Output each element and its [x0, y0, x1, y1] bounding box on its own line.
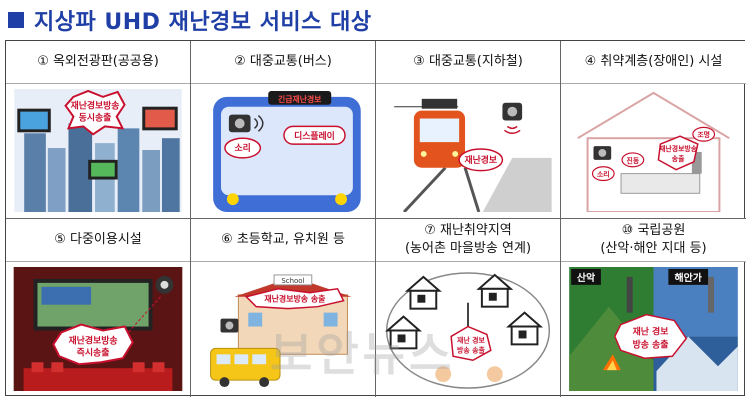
caption-text: ⑩ 국립공원 [621, 223, 686, 238]
cell-caption: ② 대중교통(버스) [191, 41, 375, 84]
bubble-line-2: 즉시송출 [77, 346, 110, 358]
service-target-grid: ① 옥외전광판(공공용) 재난경보방송 동시송출 ② 대중교통(버스) [5, 40, 746, 397]
caption-text: ② 대중교통(버스) [234, 54, 332, 69]
page-title: 지상파 UHD 재난경보 서비스 대상 [34, 10, 372, 35]
vulnerable-facility-illustration: 소리 진동 조명 재난경보방송 송출 [567, 89, 740, 212]
subway-illustration: 재난경보 [382, 89, 554, 212]
bubble-line-2: 방송 송출 [633, 338, 669, 350]
theater-illustration: 재난경보방송 즉시송출 [12, 267, 184, 391]
caption-text: ⑦ 재난취약지역 [424, 223, 512, 238]
bubble-line-2: 방송 송출 [457, 345, 486, 354]
light-label: 조명 [697, 130, 710, 139]
banner-label: 재난경보방송 송출 [264, 294, 326, 304]
title-bar: 지상파 UHD 재난경보 서비스 대상 [8, 5, 372, 35]
bus-illustration: 긴급재난경보 소리 디스플레이 [197, 89, 369, 212]
cell-caption: ④ 취약계층(장애인) 시설 [561, 41, 746, 84]
title-square-icon [8, 12, 24, 28]
park-illustration: 산악 해안가 재난 경보 방송 송출 [567, 267, 740, 391]
cell-vulnerable-facility: ④ 취약계층(장애인) 시설 소리 진동 조명 재난경보방송 송출 [561, 41, 746, 219]
bus-led-sign: 긴급재난경보 [278, 94, 321, 104]
cell-caption: ⑥ 초등학교, 유치원 등 [191, 219, 375, 262]
cell-caption: ③ 대중교통(지하철) [376, 41, 560, 84]
caption-subtext: (농어촌 마을방송 연계) [404, 241, 532, 256]
bubble-line-2: 동시송출 [79, 111, 112, 123]
sound-label: 소리 [597, 170, 610, 179]
cell-caption: ⑤ 다중이용시설 [6, 219, 190, 262]
bubble-line-2: 송출 [672, 154, 685, 163]
caption-text: ④ 취약계층(장애인) 시설 [584, 54, 723, 69]
bubble-line-1: 재난경보방송 [68, 334, 117, 346]
bubble-line-1: 재난 경보 [457, 335, 486, 344]
cell-national-park: ⑩ 국립공원 (산악·해안 지대 등) 산악 해안가 재난 경보 방송 송출 [561, 219, 746, 397]
caption-subtext: (산악·해안 지대 등) [600, 241, 707, 256]
bubble-line-1: 재난경보방송 [659, 144, 698, 153]
bubble-line-1: 재난 경보 [633, 325, 669, 337]
school-sign: School [281, 277, 304, 285]
caption-text: ⑥ 초등학교, 유치원 등 [221, 232, 345, 247]
speaker-label: 소리 [235, 142, 251, 154]
cell-disaster-vulnerable-area: ⑦ 재난취약지역 (농어촌 마을방송 연계) 재난 경보 방송 [376, 219, 561, 397]
cell-multiuse-facility: ⑤ 다중이용시설 재난경보방송 즉시송출 [6, 219, 191, 397]
village-illustration: 재난 경보 방송 송출 [382, 267, 554, 391]
display-label: 디스플레이 [294, 130, 335, 142]
caption-text: ⑤ 다중이용시설 [54, 232, 142, 247]
caption-text: ③ 대중교통(지하철) [413, 54, 523, 69]
cell-subway: ③ 대중교통(지하철) 재난경보 [376, 41, 561, 219]
cell-outdoor-signage: ① 옥외전광판(공공용) 재난경보방송 동시송출 [6, 41, 191, 219]
alert-label: 재난경보 [465, 154, 498, 166]
outdoor-signage-illustration: 재난경보방송 동시송출 [12, 89, 184, 212]
mountain-label: 산악 [577, 271, 595, 284]
cell-caption: ① 옥외전광판(공공용) [6, 41, 190, 84]
vibe-label: 진동 [627, 156, 640, 165]
cell-school: ⑥ 초등학교, 유치원 등 School 재난경보방송 송출 [191, 219, 376, 397]
caption-text: ① 옥외전광판(공공용) [37, 54, 159, 69]
bubble-line-1: 재난경보방송 [71, 100, 120, 112]
coast-label: 해안가 [675, 271, 703, 284]
cell-caption: ⑦ 재난취약지역 (농어촌 마을방송 연계) [376, 219, 560, 262]
cell-bus: ② 대중교통(버스) 긴급재난경보 소리 디스플레이 [191, 41, 376, 219]
cell-caption: ⑩ 국립공원 (산악·해안 지대 등) [561, 219, 746, 262]
school-illustration: School 재난경보방송 송출 [197, 267, 369, 391]
